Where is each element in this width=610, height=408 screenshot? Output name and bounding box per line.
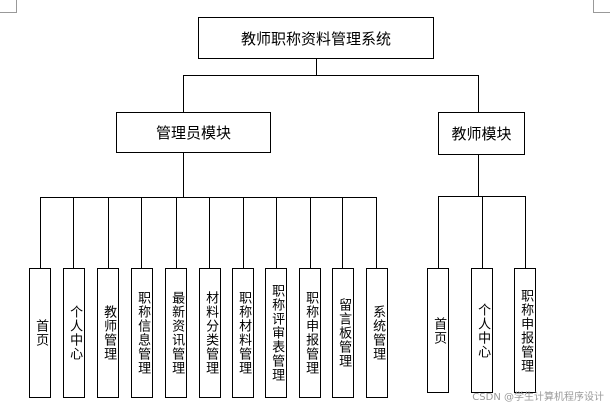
leaf-label: 职称评审表管理	[269, 284, 285, 382]
admin-leaf: 职称申报管理	[299, 268, 321, 398]
teacher-module-node: 教师模块	[438, 112, 525, 155]
teacher-module-label: 教师模块	[451, 125, 512, 143]
leaf-label: 首页	[33, 319, 49, 347]
watermark-text: CSDN @学生计算机程序设计	[472, 392, 604, 403]
admin-leaf: 首页	[29, 268, 51, 398]
leaf-label: 最新资讯管理	[169, 291, 185, 375]
leaf-label: 职称申报管理	[303, 291, 319, 375]
admin-module-node: 管理员模块	[116, 112, 271, 153]
leaf-label: 留言板管理	[336, 298, 352, 368]
admin-leaf: 职称材料管理	[232, 268, 254, 398]
admin-leaf: 最新资讯管理	[165, 268, 187, 398]
leaf-label: 教师管理	[101, 305, 117, 361]
leaf-label: 材料分类管理	[203, 291, 219, 375]
leaf-label: 职称材料管理	[236, 291, 252, 375]
crop-mark-top-right	[593, 0, 610, 13]
leaf-label: 职称申报管理	[518, 288, 534, 373]
crop-mark-top-left	[0, 0, 17, 13]
teacher-leaf: 首页	[427, 268, 449, 393]
admin-module-label: 管理员模块	[155, 124, 231, 142]
admin-leaf: 系统管理	[366, 268, 388, 398]
admin-leaf: 职称信息管理	[131, 268, 153, 398]
teacher-leaf: 个人中心	[471, 268, 493, 393]
leaf-label: 职称信息管理	[135, 291, 151, 375]
leaf-label: 首页	[431, 316, 447, 345]
leaf-label: 系统管理	[370, 305, 386, 361]
admin-leaf: 个人中心	[63, 268, 85, 398]
root-label: 教师职称资料管理系统	[240, 29, 391, 48]
root-node: 教师职称资料管理系统	[198, 17, 434, 59]
leaf-label: 个人中心	[67, 305, 83, 361]
admin-leaf: 职称评审表管理	[265, 268, 287, 398]
admin-leaf: 留言板管理	[332, 268, 354, 398]
admin-leaf: 教师管理	[97, 268, 119, 398]
leaf-label: 个人中心	[475, 302, 491, 359]
admin-leaf: 材料分类管理	[199, 268, 221, 398]
teacher-leaf: 职称申报管理	[514, 268, 536, 393]
